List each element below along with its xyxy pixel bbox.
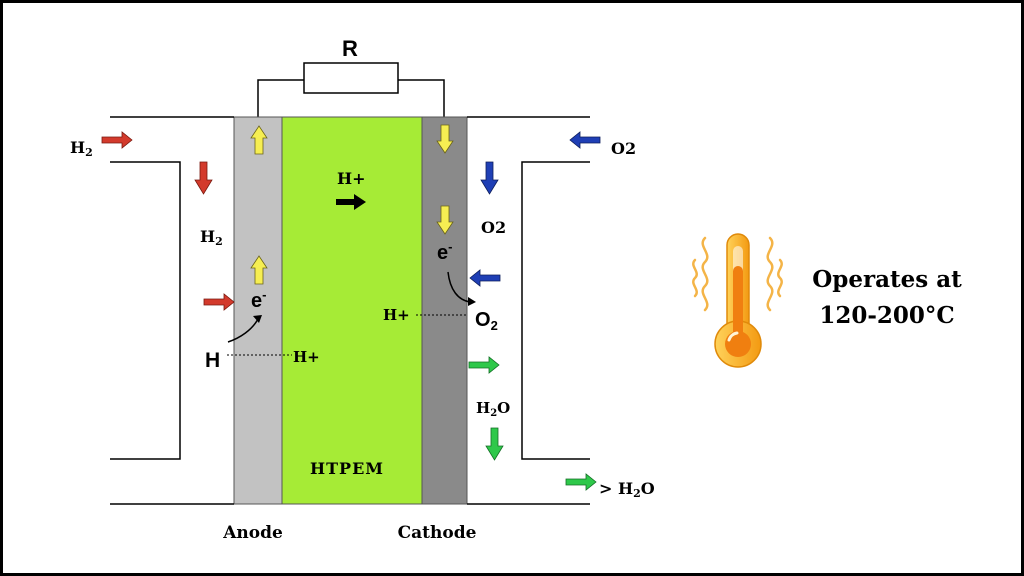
operating-temp-line1: Operates at	[812, 266, 962, 293]
h-plus-membrane-label: H+	[337, 169, 366, 188]
o2-channel-label: O2	[481, 218, 506, 237]
h2-inlet-arrow-icon	[101, 131, 133, 149]
cathode-proton-label: H+	[383, 306, 410, 324]
htpem-membrane	[281, 116, 423, 505]
anode-layer	[233, 116, 283, 505]
cathode-reaction-arrow-icon	[447, 271, 471, 303]
h2-down-arrow-icon	[194, 161, 213, 195]
o2-down-arrow-icon	[480, 161, 499, 195]
o2-inlet-label: O2	[611, 139, 636, 158]
cathode-layer	[421, 116, 468, 505]
anode-proton-label: H+	[293, 348, 320, 366]
electron-up-arrow-icon	[250, 125, 268, 155]
cathode-flow-channel	[467, 116, 590, 505]
cathode-reaction-arrowhead-icon	[468, 297, 476, 306]
o2-reaction-label: O2	[475, 309, 498, 333]
thermometer-icon	[692, 233, 783, 368]
o2-inlet-arrow-icon	[569, 131, 601, 149]
h2-channel-label: H2	[200, 227, 223, 248]
o2-cathode-arrow-icon	[469, 269, 501, 287]
anode-electron-label: e-	[251, 287, 266, 312]
h2o-outlet-label: > H2O	[599, 479, 655, 500]
proton-transport-arrow-icon	[336, 194, 366, 210]
membrane-label: HTPEM	[310, 459, 384, 478]
h2-anode-arrow-icon	[203, 293, 235, 311]
h2o-outlet-arrow-icon	[565, 473, 597, 491]
hydrogen-atom-label: H	[205, 349, 220, 372]
h2-inlet-label: H2	[70, 138, 93, 159]
anode-label: Anode	[222, 523, 283, 543]
h2o-down-arrow-icon	[485, 427, 504, 461]
cathode-label: Cathode	[398, 523, 477, 543]
resistor-label: R	[342, 36, 358, 61]
electron-down-arrow-icon	[436, 124, 454, 154]
electron-down-arrow-icon	[436, 205, 454, 235]
cathode-electron-label: e-	[437, 239, 452, 264]
external-circuit	[257, 79, 445, 117]
resistor	[303, 62, 399, 94]
h2o-right-arrow-icon	[468, 356, 500, 374]
anode-reaction-arrowhead-icon	[253, 315, 262, 323]
operating-temp-line2: 120-200°C	[819, 302, 954, 329]
anode-flow-channel	[110, 116, 234, 505]
electron-up-arrow-icon	[250, 255, 268, 285]
anode-reaction-arrow-icon	[227, 318, 259, 343]
h2o-channel-label: H2O	[476, 399, 510, 419]
